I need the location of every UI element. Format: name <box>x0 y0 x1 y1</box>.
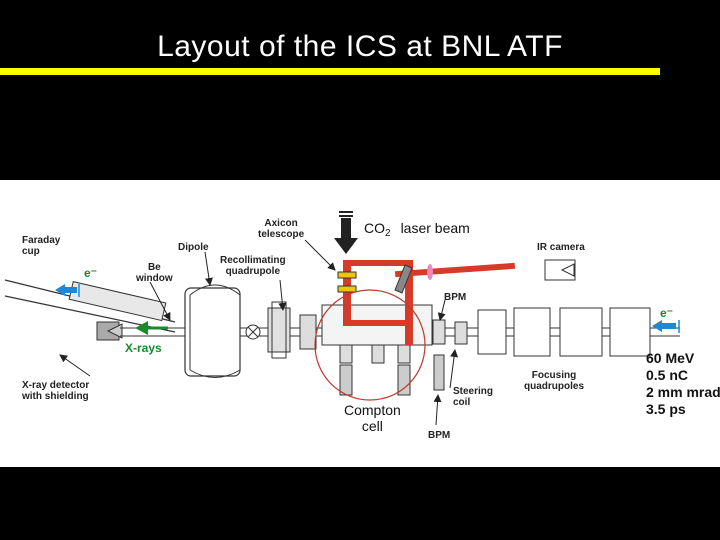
co2-laser-beam <box>337 260 516 345</box>
label-recollimating-quadrupole: Recollimating quadrupole <box>220 255 286 277</box>
label-compton-cell: Compton cell <box>344 402 401 434</box>
label-dipole: Dipole <box>178 242 209 253</box>
label-bpm-bottom: BPM <box>428 430 451 441</box>
ir-camera <box>544 259 576 281</box>
label-axicon-telescope: Axicon telescope <box>258 218 305 240</box>
label-electron-left: e⁻ <box>84 266 98 280</box>
beam-param-emittance: 2 mm mrad <box>646 384 720 400</box>
callout-leaders <box>59 239 459 426</box>
label-steering-coil: Steering coil <box>453 386 494 408</box>
label-be-window: Be window <box>136 262 173 284</box>
recollimating-quadrupole <box>267 307 291 353</box>
label-focusing-quadrupoles: Focusing quadrupoles <box>524 370 585 392</box>
label-laser-beam: laser beam <box>400 220 470 236</box>
dipole-magnet <box>184 284 261 378</box>
electron-arrow-right <box>652 320 680 333</box>
beamline-drawing <box>4 211 680 426</box>
ics-layout-diagram: Faraday cup e⁻ Be window Dipole Axicon t… <box>0 180 720 467</box>
compton-interaction-circle <box>314 289 426 401</box>
label-co2-laser: CO2 laser beam <box>364 220 470 242</box>
label-co2-subscript: 2 <box>385 228 391 239</box>
label-xray-detector: X-ray detector with shielding <box>22 380 90 402</box>
beam-parameters: 60 MeV 0.5 nC 2 mm mrad 3.5 ps <box>646 350 720 418</box>
electron-arrow-left <box>55 284 80 297</box>
label-electron-right: e⁻ <box>660 306 674 320</box>
slide-title: Layout of the ICS at BNL ATF <box>157 30 563 63</box>
label-co2: CO <box>364 220 385 236</box>
faraday-cup-beamline <box>4 279 176 333</box>
beam-param-charge: 0.5 nC <box>646 367 689 383</box>
beam-param-duration: 3.5 ps <box>646 401 686 417</box>
beam-param-energy: 60 MeV <box>646 350 695 366</box>
label-bpm-top: BPM <box>444 292 467 303</box>
label-faraday-cup: Faraday cup <box>22 235 61 257</box>
compton-cell-hardware <box>299 304 468 396</box>
laser-input-arrow <box>334 211 358 254</box>
label-ir-camera: IR camera <box>537 242 585 253</box>
label-xrays: X-rays <box>125 341 162 355</box>
title-underline-tail <box>0 71 22 74</box>
focusing-quadrupoles <box>477 307 651 357</box>
xray-arrow <box>135 321 168 335</box>
title-underline <box>0 68 660 75</box>
